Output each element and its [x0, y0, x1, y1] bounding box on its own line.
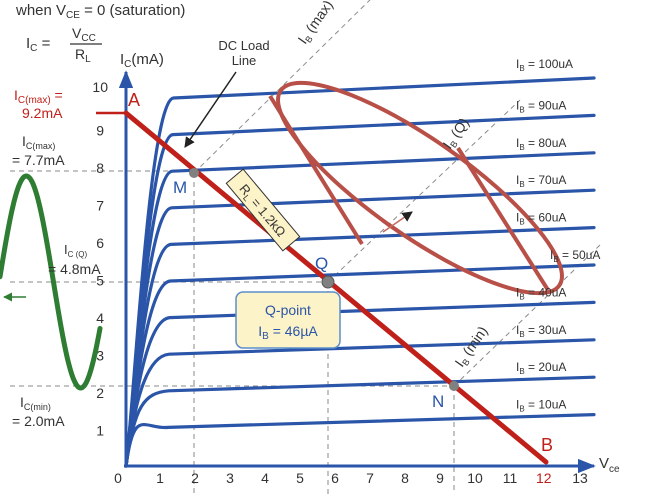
y-tick-label: 9	[96, 123, 104, 139]
ib-curve	[124, 413, 596, 468]
point-m-label: M	[173, 178, 187, 197]
x-tick-label: 13	[572, 470, 588, 486]
ic-formula-lhs: IC =	[26, 35, 51, 54]
x-tick-label: 10	[467, 470, 483, 486]
ib-curve-label: IB = 50uA	[550, 248, 600, 264]
collector-current-sine	[0, 173, 103, 391]
x-axis-label: Vce	[599, 455, 620, 475]
dc-load-line-annotation: DC Load Line	[184, 38, 270, 148]
y-tick-label: 8	[96, 160, 104, 176]
point-q-label: Q	[315, 254, 328, 273]
x-tick-label: 11	[503, 470, 518, 486]
y-tick-labels: 1 2 3 4 5 6 7 8 9 10	[92, 79, 108, 439]
ib-curve-label: IB = 90uA	[516, 98, 566, 114]
y-tick-label: 6	[96, 235, 104, 251]
svg-text:DC Load: DC Load	[218, 38, 269, 53]
load-line-pointer	[184, 71, 237, 148]
ic-q-label: IC (Q)	[64, 242, 88, 259]
x-tick-label: 6	[331, 470, 339, 486]
qpoint-box: Q-point IB = 46µA	[235, 291, 341, 349]
axes	[118, 70, 596, 474]
y-tick-label: 5	[96, 273, 104, 289]
ic-q-value: = 4.8mA	[48, 261, 101, 277]
ib-curve-label: IB = 20uA	[516, 360, 566, 376]
direction-arrow	[382, 211, 413, 233]
ib-curve-label: IB = 70uA	[516, 173, 566, 189]
point-a-label: A	[128, 90, 140, 110]
ib-curve-labels: IB = 100uA IB = 90uA IB = 80uA IB = 70uA IB …	[516, 57, 600, 414]
characteristic-curves	[124, 76, 596, 468]
y-axis-label: IC(mA)	[120, 51, 164, 70]
y-tick-label: 10	[92, 79, 108, 95]
ib-curve-label: IB = 40uA	[516, 285, 566, 301]
ic-min-label: IC(min)	[20, 394, 51, 412]
x-tick-label: 7	[366, 470, 374, 486]
ic-max-sat-label: IC(max) =	[14, 87, 63, 106]
point-n-marker	[449, 381, 459, 391]
x-tick-label: 9	[436, 470, 444, 486]
ib-curve-label: IB = 100uA	[516, 57, 573, 73]
svg-text:when VCE = 0 (saturation): when VCE = 0 (saturation)	[15, 2, 185, 21]
x-tick-label: 2	[191, 470, 199, 486]
y-tick-label: 4	[96, 310, 104, 326]
signal-ellipse	[276, 80, 564, 296]
guide-line	[193, 0, 371, 174]
y-tick-label: 2	[96, 385, 104, 401]
svg-text:Line: Line	[232, 53, 257, 68]
point-b-value: 12	[536, 470, 552, 486]
ic-max-sat-value: 9.2mA	[22, 105, 63, 121]
ib-curve-label: IB = 10uA	[516, 398, 566, 414]
x-tick-label: 8	[401, 470, 409, 486]
ic-min-value: = 2.0mA	[12, 413, 65, 429]
input-swing-left	[268, 94, 364, 246]
ib-curve-label: IB = 30uA	[516, 323, 566, 339]
ic-formula-denominator: RL	[75, 46, 91, 65]
x-tick-label: 1	[156, 470, 164, 486]
left-current-labels: IC(max) = 9.2mA IC(max) = 7.7mA IC (Q) =…	[12, 87, 101, 429]
ic-max-value: = 7.7mA	[12, 152, 65, 168]
saturation-header: when VCE = 0 (saturation) IC = VCC RL	[15, 2, 185, 65]
x-tick-label: 5	[296, 470, 304, 486]
point-m-marker	[189, 168, 199, 178]
point-b-label: B	[541, 435, 553, 455]
ib-curve-label: IB = 60uA	[516, 211, 566, 227]
x-tick-label: 3	[226, 470, 234, 486]
y-tick-label: 7	[96, 198, 104, 214]
ic-max-label: IC(max)	[22, 133, 55, 151]
ib-curve-label: IB = 80uA	[516, 136, 566, 152]
ib-min-label: IB (min)	[451, 323, 492, 371]
y-tick-label: 1	[96, 423, 104, 439]
svg-text:Q-point: Q-point	[265, 302, 311, 318]
ic-formula-numerator: VCC	[72, 25, 96, 44]
guide-line	[453, 244, 601, 387]
point-q-marker	[321, 275, 335, 289]
guide-line	[327, 99, 521, 283]
signal-swing	[268, 80, 564, 296]
input-swing-right	[456, 146, 550, 292]
x-tick-label: 0	[114, 470, 122, 486]
x-tick-label: 4	[261, 470, 269, 486]
point-n-label: N	[432, 392, 444, 411]
ib-max-label: IB (max)	[294, 0, 337, 48]
svg-text:IB = 46µA: IB = 46µA	[258, 323, 318, 342]
rl-label: RL = 1.2kΩ	[225, 168, 301, 252]
y-tick-label: 3	[96, 348, 104, 364]
operating-points: A B M Q N 12	[128, 90, 553, 486]
